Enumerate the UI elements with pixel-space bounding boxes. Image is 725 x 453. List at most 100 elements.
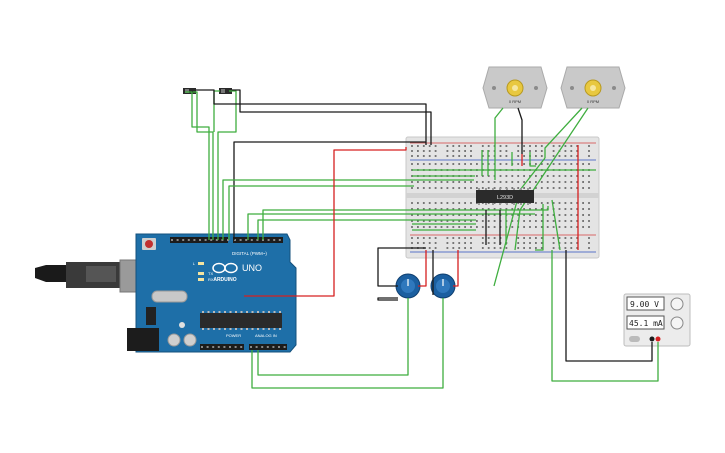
- hole: [588, 220, 590, 222]
- potentiometer-2[interactable]: [430, 273, 456, 299]
- hole: [428, 145, 431, 147]
- analog-header-label: ANALOG IN: [255, 333, 277, 338]
- hole: [588, 145, 590, 147]
- psu-negative-terminal[interactable]: [649, 336, 655, 342]
- wire-motor1-b[interactable]: [517, 107, 523, 154]
- hole: [535, 214, 537, 216]
- wire-arduino-gnd-top[interactable]: [233, 141, 426, 240]
- potentiometer-1[interactable]: [395, 273, 421, 299]
- slide-switch-1[interactable]: [183, 88, 196, 94]
- wire-pot1-vcc[interactable]: [418, 250, 427, 287]
- wire-motor1-a[interactable]: [494, 107, 504, 180]
- hole: [552, 145, 555, 147]
- hole: [588, 202, 590, 204]
- wire-pot2-vcc[interactable]: [453, 250, 459, 287]
- hole: [202, 328, 204, 330]
- hole: [540, 181, 543, 183]
- arduino-brand: ARDUINO: [213, 277, 236, 283]
- hole: [481, 220, 484, 222]
- wire-motor2-a[interactable]: [544, 107, 583, 158]
- wire-switch-gnd[interactable]: [196, 89, 427, 145]
- hole: [218, 311, 221, 313]
- wire-pin-to-bb-5[interactable]: [262, 206, 549, 240]
- l293d-driver-chip[interactable]: L293D: [476, 188, 534, 205]
- hole: [235, 311, 237, 313]
- hole: [558, 145, 561, 147]
- hole: [576, 247, 579, 249]
- wire-pin-to-bb-4[interactable]: [257, 219, 476, 240]
- wire-switch1-green-2[interactable]: [193, 91, 214, 240]
- hole: [434, 226, 437, 228]
- hole: [523, 150, 525, 152]
- hole: [235, 328, 237, 330]
- hole: [279, 311, 281, 313]
- wire-pot1-signal[interactable]: [257, 298, 409, 376]
- hole: [529, 150, 531, 152]
- hole: [517, 247, 520, 249]
- hole: [428, 247, 431, 249]
- hole: [582, 202, 584, 204]
- hole: [493, 214, 496, 216]
- hole: [493, 187, 496, 189]
- arduino-uno-board[interactable]: L TX RX ARDUINO UNO DIGITAL (PWM~) ANALO…: [35, 233, 297, 353]
- motor-1-label: 0 RPM: [509, 99, 521, 104]
- hole: [499, 163, 502, 165]
- wire-switch2-green-2[interactable]: [213, 90, 220, 132]
- wire-pin-to-bb-3[interactable]: [247, 213, 535, 240]
- voltage-knob[interactable]: [670, 297, 684, 311]
- hole: [283, 346, 286, 348]
- power-header[interactable]: [200, 344, 244, 350]
- psu-power-switch[interactable]: [629, 336, 640, 342]
- psu-positive-terminal[interactable]: [655, 336, 661, 342]
- wire-pot2-signal[interactable]: [251, 298, 444, 389]
- hole: [452, 155, 455, 157]
- hole: [499, 150, 502, 152]
- hole: [458, 202, 461, 204]
- hole: [535, 220, 537, 222]
- hole: [417, 220, 419, 222]
- dc-motor-1[interactable]: 0 RPM: [482, 66, 548, 109]
- hole: [446, 208, 449, 210]
- wire-switch2-gnd[interactable]: [232, 89, 432, 145]
- hole: [464, 237, 466, 239]
- hole: [493, 242, 496, 244]
- wire-psu-positive[interactable]: [551, 250, 659, 382]
- slide-switch-2[interactable]: [219, 88, 232, 94]
- hole: [535, 202, 537, 204]
- wire-bb-short-4[interactable]: [551, 199, 561, 251]
- hole: [481, 155, 484, 157]
- hole: [224, 311, 226, 313]
- hole: [570, 145, 573, 147]
- hole: [240, 346, 243, 348]
- wire-switch2-green[interactable]: [217, 90, 237, 240]
- wire-pin-to-bb-1[interactable]: [222, 179, 474, 240]
- wire-5v-red[interactable]: [244, 147, 407, 297]
- hole: [517, 237, 520, 239]
- dc-motor-2[interactable]: 0 RPM: [560, 66, 626, 109]
- wire-switch1-green[interactable]: [185, 91, 210, 240]
- wire-pot1-gnd[interactable]: [377, 247, 426, 287]
- hole: [576, 214, 579, 216]
- wires[interactable]: [185, 89, 659, 389]
- current-knob[interactable]: [670, 316, 684, 330]
- wire-pin-to-bb-2[interactable]: [228, 185, 414, 240]
- hole: [499, 145, 502, 147]
- wire-psu-negative[interactable]: [565, 250, 653, 362]
- wire-pot-gnd-loop[interactable]: [377, 297, 398, 301]
- hole: [458, 181, 461, 183]
- wire-bb-short-1[interactable]: [529, 152, 536, 167]
- wire-motor2-b[interactable]: [514, 107, 589, 251]
- hole: [422, 202, 425, 204]
- hole: [250, 346, 252, 348]
- wire-bb-short-3[interactable]: [535, 204, 544, 251]
- hole: [582, 214, 584, 216]
- hole: [535, 181, 537, 183]
- hole: [582, 181, 584, 183]
- hole: [576, 220, 579, 222]
- hole: [505, 155, 508, 157]
- hole: [261, 346, 264, 348]
- hole: [440, 187, 443, 189]
- dc-power-supply[interactable]: 9.00 V 45.1 mA: [623, 293, 691, 347]
- hole: [428, 226, 431, 228]
